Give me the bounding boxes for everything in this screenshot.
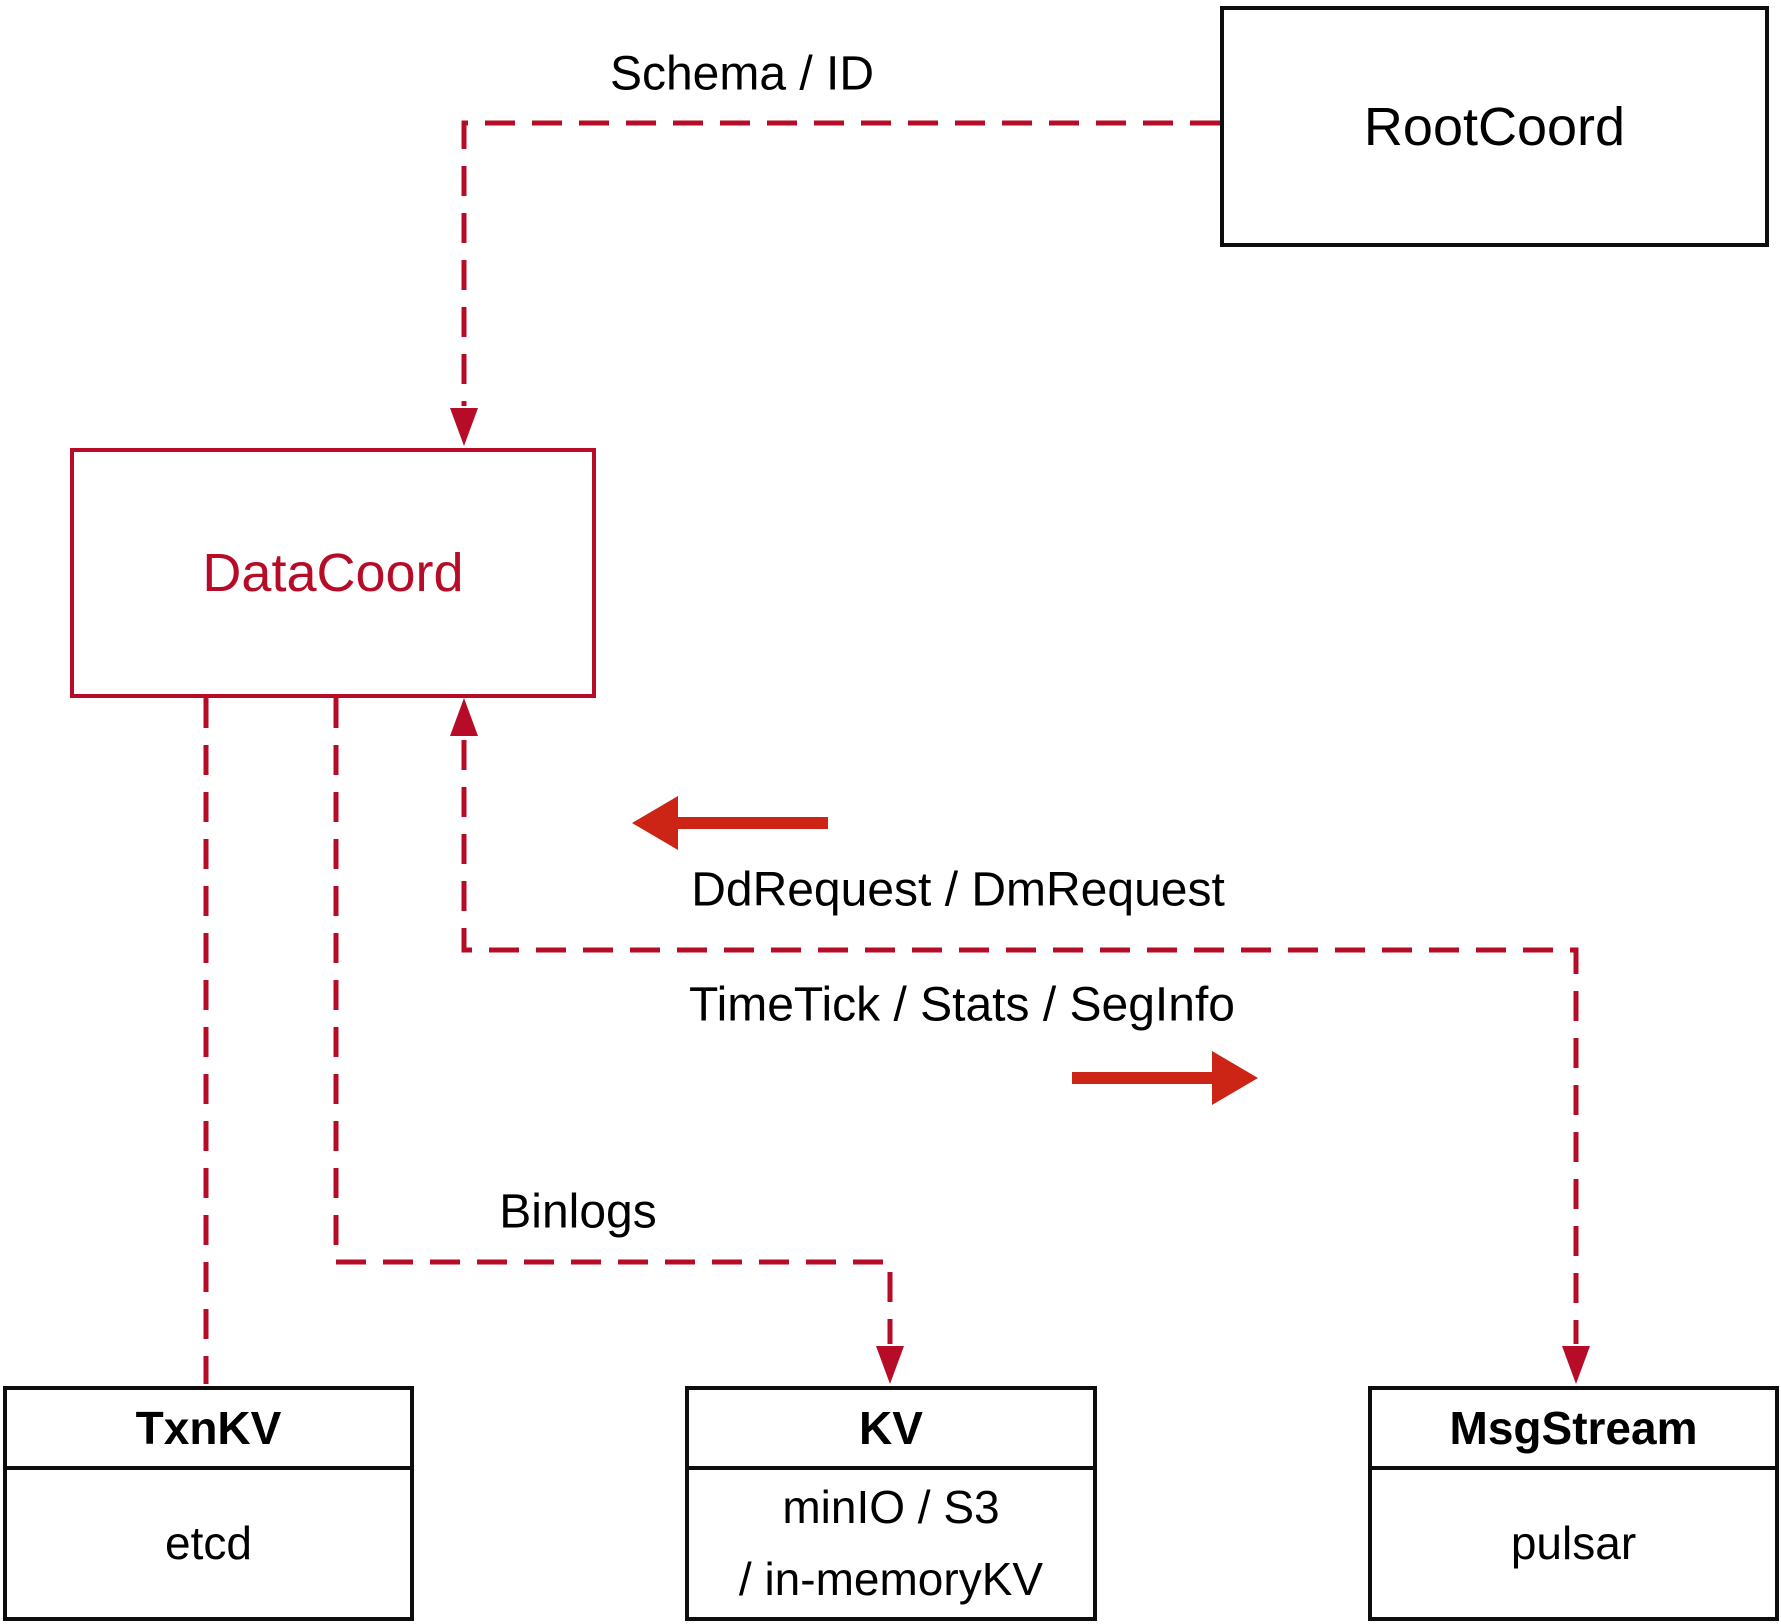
kv-body-line1: minIO / S3 — [782, 1481, 1000, 1534]
left-direction-arrow-icon — [632, 796, 678, 850]
msgstream-node: MsgStream pulsar — [1368, 1386, 1779, 1621]
msgstream-body: pulsar — [1510, 1516, 1637, 1569]
kv-node: KV minIO / S3 / in-memoryKV — [685, 1386, 1097, 1621]
edge-binlogs-arrowhead-icon — [876, 1346, 904, 1384]
edge-label-ddrequest-dmrequest: DdRequest / DmRequest — [691, 863, 1225, 917]
edge-label-schema-id: Schema / ID — [609, 47, 875, 101]
datacoord-label: DataCoord — [202, 543, 464, 603]
rootcoord-label: RootCoord — [1363, 96, 1626, 157]
edge-schema-id-arrowhead-icon — [450, 408, 478, 446]
datacoord-node: DataCoord — [70, 448, 596, 698]
msgstream-title: MsgStream — [1372, 1390, 1775, 1470]
txnkv-node: TxnKV etcd — [3, 1386, 414, 1621]
edge-schema-id-line — [461, 120, 1220, 406]
edge-datacoord-up-arrowhead-icon — [450, 698, 478, 736]
txnkv-title: TxnKV — [7, 1390, 410, 1470]
edge-label-binlogs: Binlogs — [499, 1185, 657, 1239]
txnkv-body: etcd — [165, 1516, 252, 1569]
edge-msgstream-line — [461, 740, 1579, 1344]
edge-label-timetick-stats-seginfo: TimeTick / Stats / SegInfo — [689, 978, 1235, 1032]
edge-msgstream-arrowhead-icon — [1562, 1346, 1590, 1384]
right-direction-arrow-icon — [1212, 1051, 1258, 1105]
kv-body-line2: / in-memoryKV — [738, 1552, 1044, 1605]
kv-title: KV — [689, 1390, 1093, 1470]
edge-binlogs-line — [333, 698, 893, 1344]
rootcoord-node: RootCoord — [1220, 6, 1769, 247]
